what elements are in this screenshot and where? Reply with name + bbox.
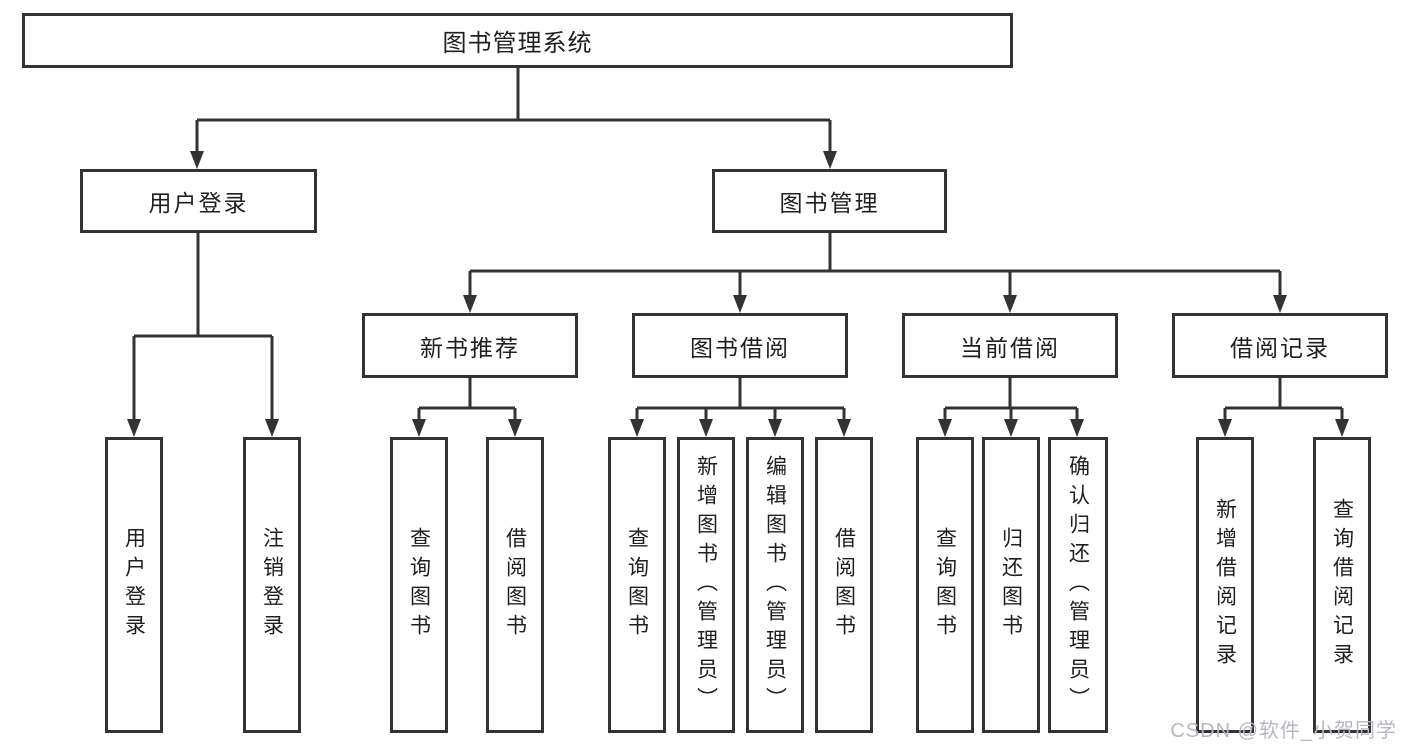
level3-node-label: 当前借阅 [960,334,1060,361]
connector-new-book-split [417,378,517,421]
leaf-node-label: 借阅图书 [832,527,856,643]
connector-borrow-record-split [1223,378,1344,421]
connector-book-borrow-split [635,378,846,421]
root-node-library-system: 图书管理系统 [22,13,1013,68]
level3-node-label: 新书推荐 [420,334,520,361]
leaf-node-logout: 注销登录 [243,437,301,733]
connector-book-mgmt-to-level3 [468,233,1282,297]
level2-node-user-login: 用户登录 [80,169,317,233]
leaf-node-label: 新增借阅记录 [1213,498,1237,672]
level3-node-current-borrowing: 当前借阅 [902,313,1118,378]
leaf-node-user-login: 用户登录 [105,437,163,733]
leaf-node-query-books-recommend: 查询图书 [390,437,448,733]
level3-node-label: 借阅记录 [1230,334,1330,361]
connector-current-borrow-split [943,378,1079,421]
level3-node-borrowing-records: 借阅记录 [1172,313,1388,378]
leaf-node-edit-book-admin: 编辑图书（管理员） [746,437,804,733]
leaf-node-label: 新增图书（管理员） [694,454,718,716]
leaf-node-label: 借阅图书 [503,527,527,643]
leaf-node-confirm-return-admin: 确认归还（管理员） [1048,437,1108,733]
leaf-node-label: 查询图书 [625,527,649,643]
connector-user-login-split [132,233,274,421]
leaf-node-return-book: 归还图书 [982,437,1040,733]
level2-node-label: 用户登录 [148,190,249,216]
connector-root-to-level2 [195,68,832,153]
level3-node-label: 图书借阅 [690,334,790,361]
leaf-node-query-borrow-record: 查询借阅记录 [1313,437,1371,733]
leaf-node-borrow-books-borrowing: 借阅图书 [815,437,873,733]
leaf-node-query-books-borrowing: 查询图书 [608,437,666,733]
leaf-node-borrow-books-recommend: 借阅图书 [486,437,544,733]
leaf-node-label: 编辑图书（管理员） [763,454,787,716]
leaf-node-label: 查询图书 [933,527,957,643]
leaf-node-query-books-current: 查询图书 [916,437,974,733]
leaf-node-label: 查询借阅记录 [1330,498,1354,672]
leaf-node-label: 归还图书 [999,527,1023,643]
root-node-label: 图书管理系统 [442,30,593,57]
csdn-watermark: CSDN @软件_小贺同学 [1170,720,1397,742]
leaf-node-label: 查询图书 [407,527,431,643]
leaf-node-add-book-admin: 新增图书（管理员） [677,437,735,733]
leaf-node-label: 确认归还（管理员） [1066,454,1090,716]
leaf-node-add-borrow-record: 新增借阅记录 [1196,437,1254,733]
level3-node-new-book-recommend: 新书推荐 [362,313,578,378]
level2-node-label: 图书管理 [779,190,880,216]
level3-node-book-borrowing: 图书借阅 [632,313,848,378]
leaf-node-label: 用户登录 [122,527,146,643]
leaf-node-label: 注销登录 [260,527,284,643]
level2-node-book-management: 图书管理 [712,169,947,233]
